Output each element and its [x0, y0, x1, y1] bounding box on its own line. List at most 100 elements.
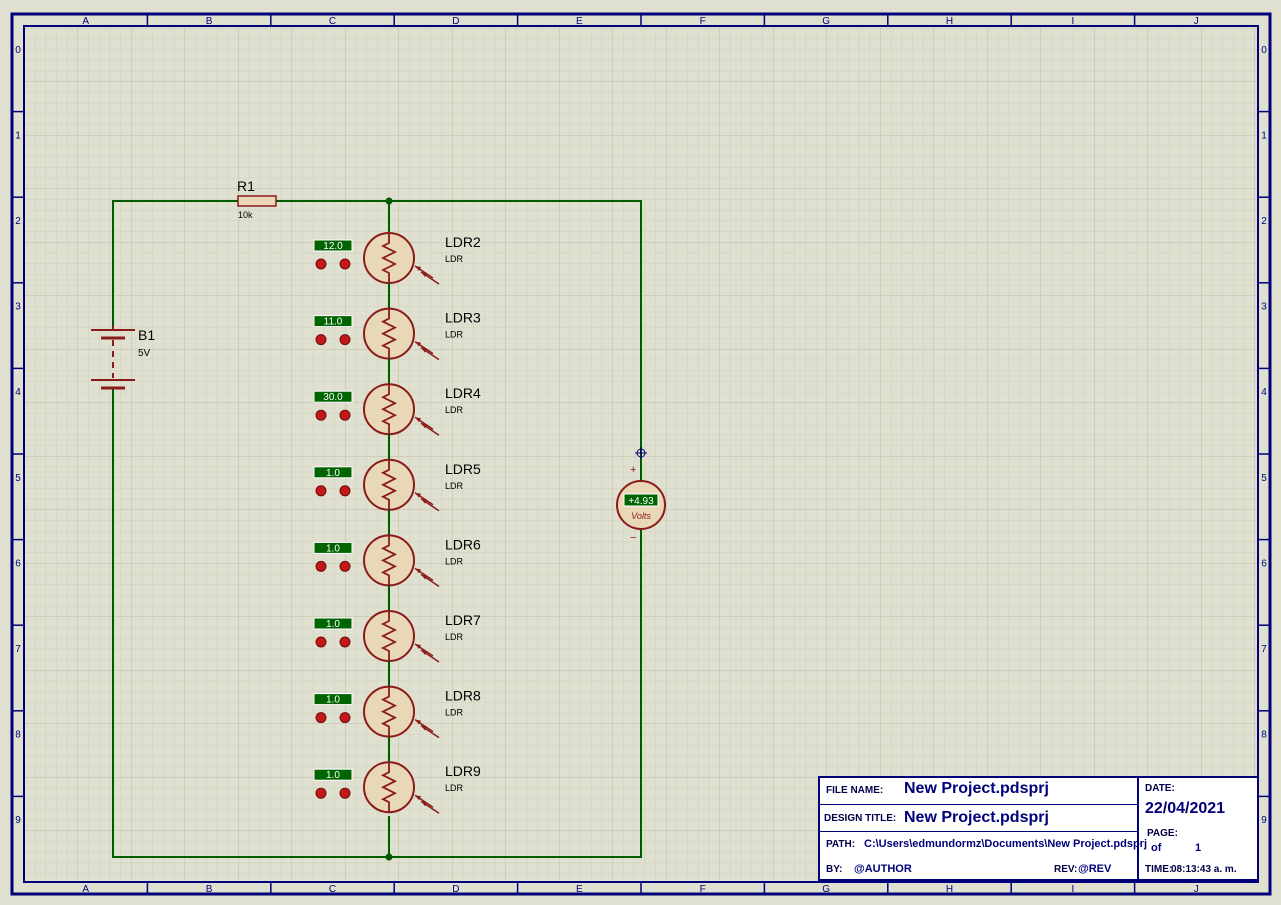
border-row-label: 4 — [1261, 387, 1267, 398]
ldr-ref: LDR4 — [445, 385, 481, 401]
title-block-design-row: DESIGN TITLE: New Project.pdsprj — [820, 805, 1137, 832]
ldr-type: LDR — [445, 556, 464, 566]
date-value[interactable]: 22/04/2021 — [1145, 800, 1226, 817]
border-row-label: 6 — [1261, 558, 1267, 569]
date-label: DATE: — [1145, 783, 1175, 794]
time-value[interactable]: 08:13:43 a. m. — [1171, 864, 1237, 875]
voltmeter-plus: + — [630, 464, 636, 476]
ldr-resistor-zigzag — [380, 308, 398, 359]
ldr-light-arrowhead — [415, 719, 421, 725]
by-value[interactable]: @AUTHOR — [854, 863, 912, 875]
border-column-label: D — [452, 16, 459, 27]
ldr-ref: LDR2 — [445, 234, 481, 250]
ldr-light-display — [313, 315, 353, 328]
ldr-ref: LDR8 — [445, 688, 481, 704]
junction-dot-bottom — [385, 853, 393, 861]
border-row-label: 0 — [1261, 45, 1267, 56]
title-block-right-column: DATE: 22/04/2021 PAGE: of 1 TIME: 08:13:… — [1137, 778, 1259, 879]
border-column-label: I — [1072, 884, 1075, 895]
border-column-label: D — [452, 884, 459, 895]
ldr-light-reading: 1.0 — [326, 543, 340, 554]
ldr-type: LDR — [445, 783, 464, 793]
border-column-label: B — [206, 16, 213, 27]
design-title-value[interactable]: New Project.pdsprj — [904, 809, 1049, 826]
title-block-file-row: FILE NAME: New Project.pdsprj — [820, 778, 1137, 805]
border-column-label: G — [822, 884, 830, 895]
ldr-resistor-zigzag — [380, 535, 398, 586]
ldr-increase-button[interactable] — [339, 409, 351, 421]
rev-value[interactable]: @REV — [1078, 863, 1112, 875]
wire-top-right — [276, 200, 642, 480]
ldr-decrease-button[interactable] — [315, 636, 327, 648]
ldr-light-display — [313, 466, 353, 479]
voltmeter-minus: − — [630, 532, 636, 544]
ldr-resistor-zigzag — [380, 611, 398, 661]
border-row-label: 1 — [15, 130, 21, 141]
ldr-light-reading: 1.0 — [326, 770, 340, 781]
ldr-light-arrowhead — [415, 417, 421, 423]
ldr-decrease-button[interactable] — [315, 560, 327, 572]
ldr-increase-button[interactable] — [339, 334, 351, 346]
ldr-decrease-button[interactable] — [315, 787, 327, 799]
ldr-light-arrowhead — [415, 795, 421, 801]
ldr-increase-button[interactable] — [339, 712, 351, 724]
voltmeter[interactable]: + +4.93 Volts − — [616, 447, 666, 544]
ldr-light-display — [313, 693, 353, 706]
ldr-ref: LDR6 — [445, 536, 481, 552]
border-row-label: 0 — [15, 45, 21, 56]
ldr-decrease-button[interactable] — [315, 409, 327, 421]
ldr-decrease-button[interactable] — [315, 485, 327, 497]
path-value[interactable]: C:\Users\edmundormz\Documents\New Projec… — [864, 838, 1147, 850]
ldr-increase-button[interactable] — [339, 485, 351, 497]
ldr-light-arrowhead — [415, 266, 421, 271]
battery-b1[interactable] — [91, 326, 135, 390]
ldr-increase-button[interactable] — [339, 787, 351, 799]
page-total[interactable]: 1 — [1195, 842, 1202, 854]
resistor-r1[interactable]: R1 10k — [237, 178, 277, 220]
border-row-label: 8 — [1261, 730, 1267, 741]
border-row-label: 7 — [15, 644, 21, 655]
border-column-label: A — [82, 884, 89, 895]
ldr-decrease-button[interactable] — [315, 712, 327, 724]
ldr-resistor-zigzag — [380, 686, 398, 737]
title-block-path-row: PATH: C:\Users\edmundormz\Documents\New … — [820, 832, 1257, 858]
frame-ticks — [12, 14, 1270, 894]
ldr-decrease-button[interactable] — [315, 258, 327, 270]
ldr-light-reading: 1.0 — [326, 619, 340, 630]
ldr-light-reading: 30.0 — [323, 392, 343, 403]
border-row-label: 3 — [1261, 302, 1267, 313]
rev-label: REV: — [1054, 864, 1078, 875]
ldr-type: LDR — [445, 254, 464, 264]
ldr-increase-button[interactable] — [339, 560, 351, 572]
by-label: BY: — [826, 864, 843, 875]
border-column-label: G — [822, 16, 830, 27]
page-label: PAGE: — [1147, 828, 1178, 839]
ldr-increase-button[interactable] — [339, 258, 351, 270]
battery-b1-value: 5V — [138, 348, 151, 359]
ldr-light-arrowhead — [421, 725, 427, 731]
ldr-decrease-button[interactable] — [315, 334, 327, 346]
ldr-light-arrowhead — [415, 341, 421, 347]
file-name-value[interactable]: New Project.pdsprj — [904, 780, 1049, 797]
ldr-light-arrowhead — [415, 568, 421, 574]
ldr-increase-button[interactable] — [339, 636, 351, 648]
ldr-light-arrowhead — [421, 347, 427, 353]
ldr-light-arrowhead — [421, 272, 427, 277]
page-of: of — [1151, 842, 1162, 854]
border-row-label: 9 — [1261, 815, 1267, 826]
ldr-light-arrowhead — [421, 801, 427, 807]
resistor-r1-value: 10k — [238, 210, 253, 220]
title-block-by-row: BY: @AUTHOR REV: @REV — [820, 858, 1137, 884]
ldr-light-arrowhead — [415, 492, 421, 498]
border-column-label: J — [1194, 16, 1199, 27]
